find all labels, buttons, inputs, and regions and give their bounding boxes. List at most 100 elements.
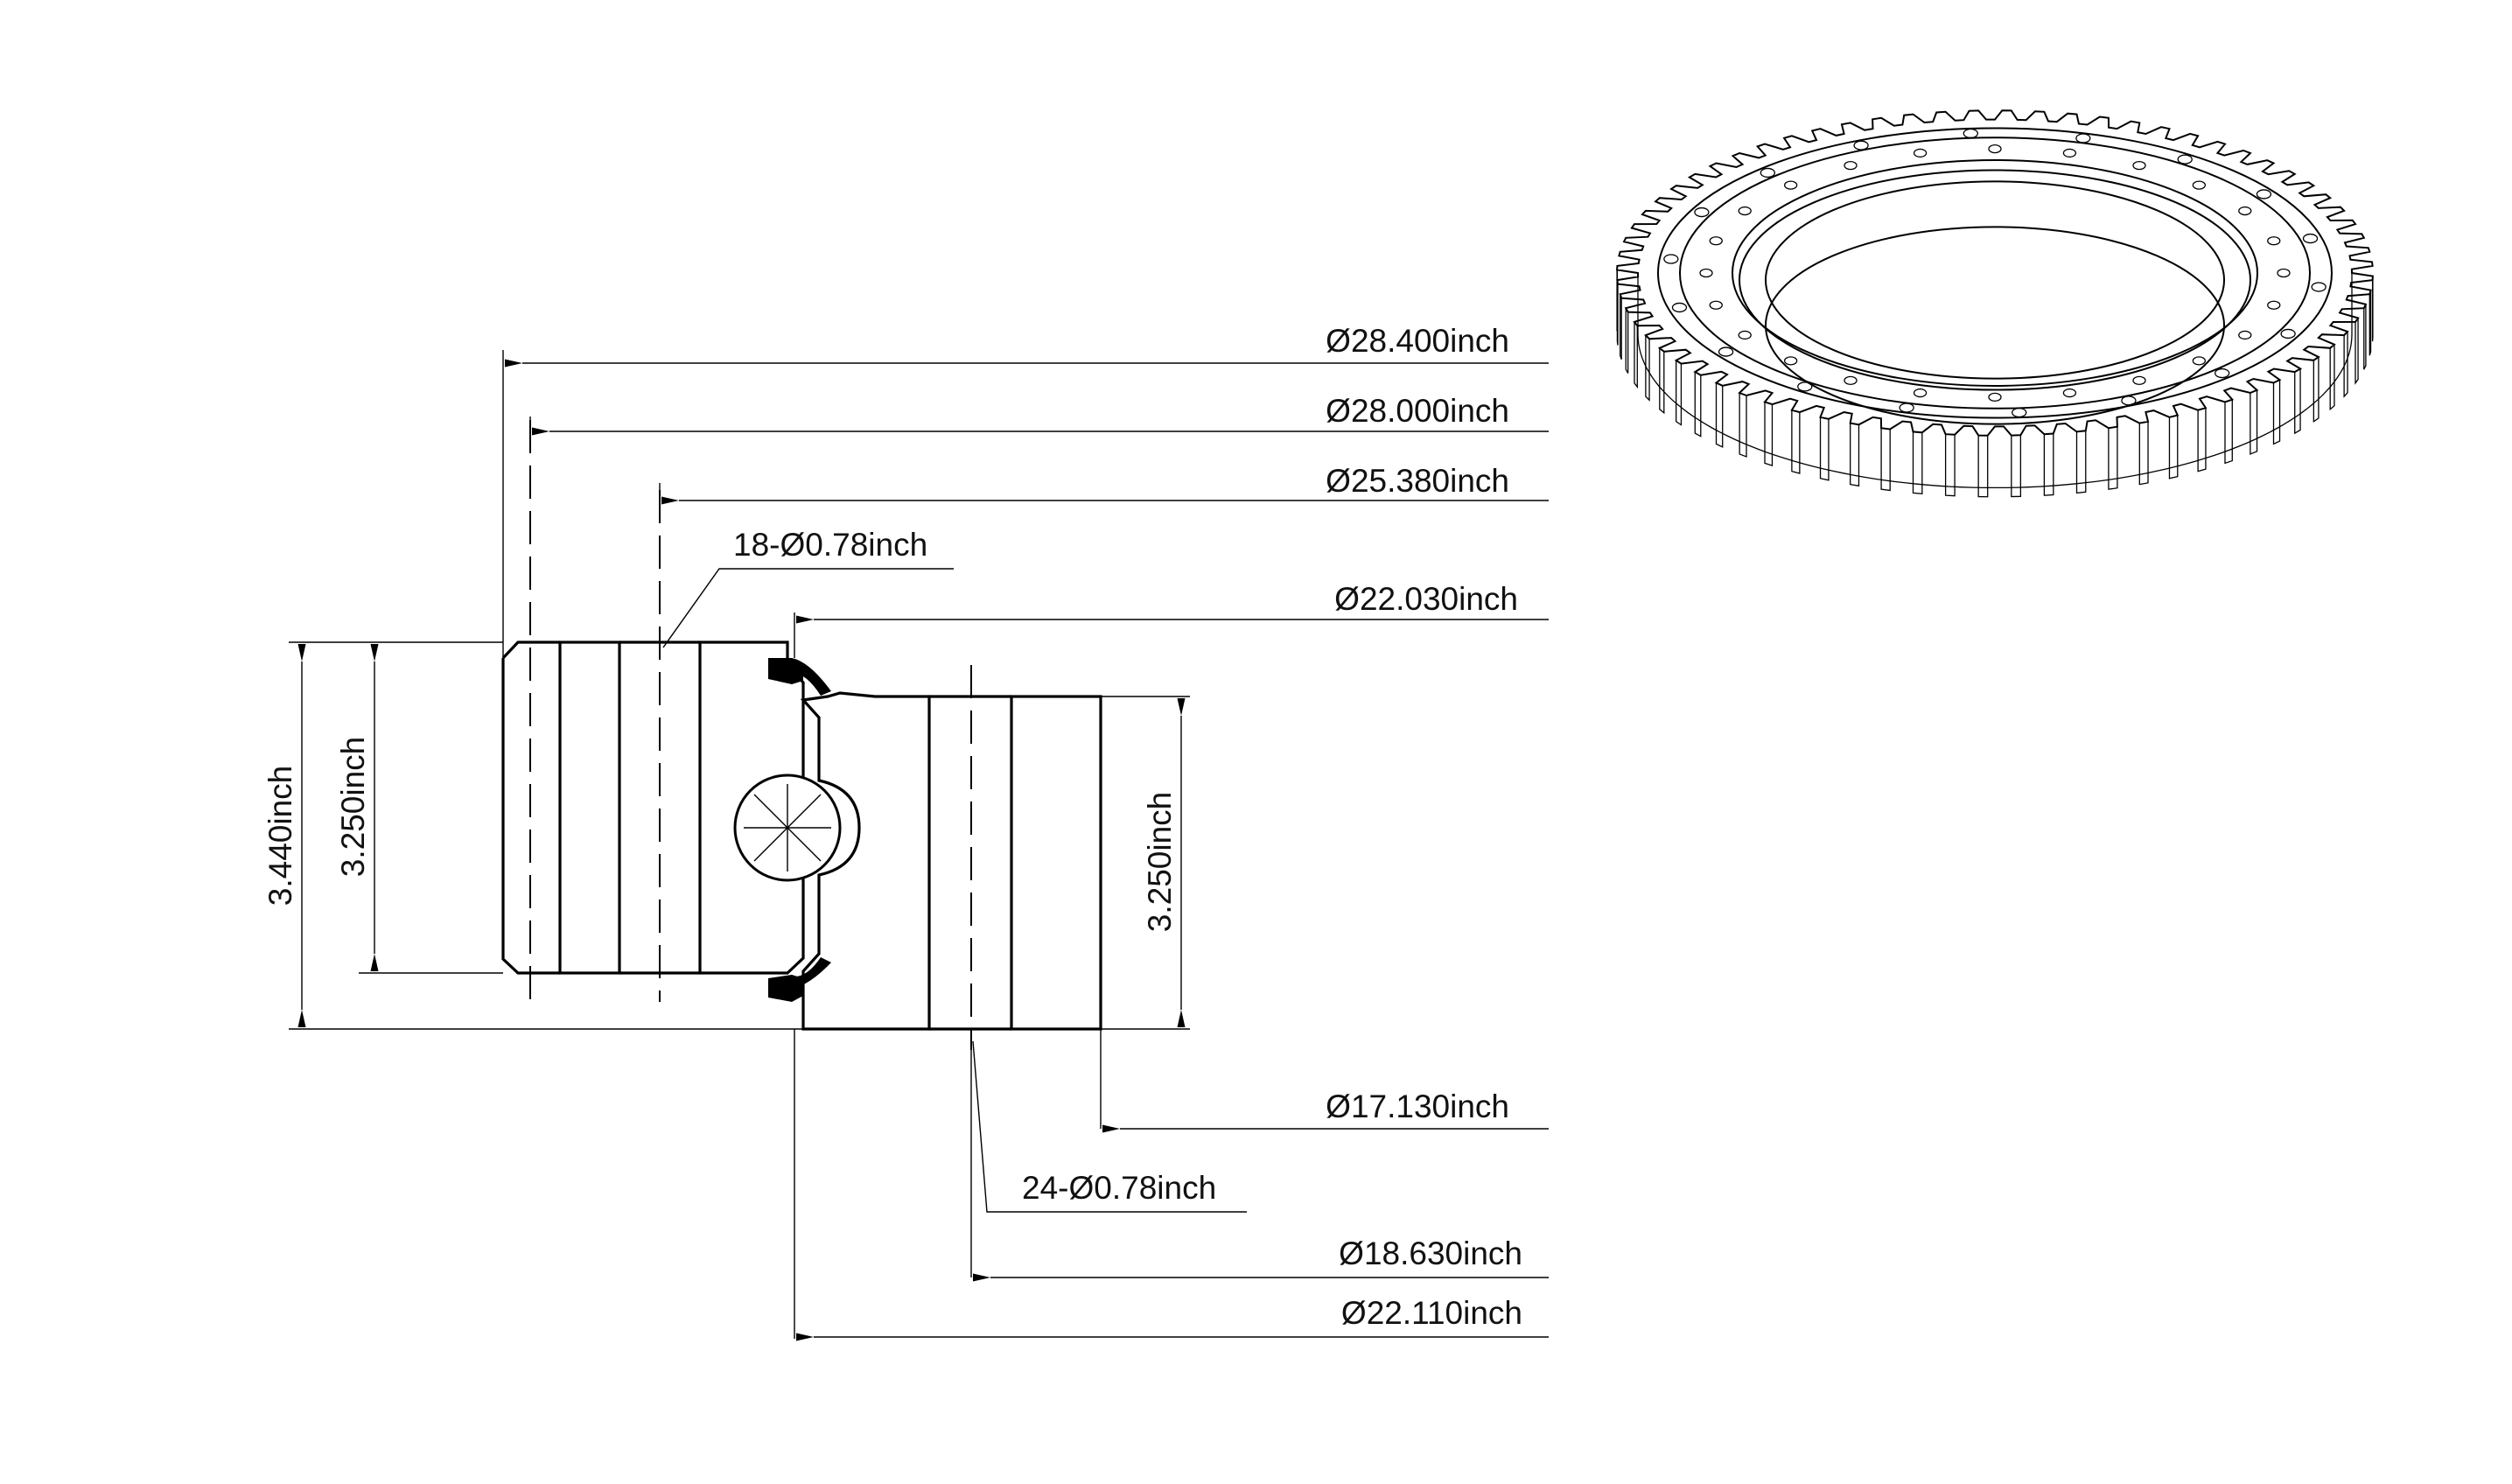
- inner-ring-bore-label: Ø17.130inch: [1326, 1088, 1509, 1124]
- gear-tooth: [2369, 290, 2372, 356]
- inner-bolt-hole: [2277, 268, 2291, 278]
- gear-tooth: [1944, 434, 1956, 497]
- inner-ring-hatch-left: [800, 691, 931, 1031]
- gear-tooth: [1819, 416, 1830, 481]
- gear-tooth: [1977, 435, 1989, 498]
- inner-bolt-hole: [2267, 300, 2281, 310]
- outer-holes-label: 18-Ø0.78inch: [733, 527, 927, 563]
- gear-tooth: [1620, 294, 1622, 360]
- outer-ring-bore-label: Ø22.030inch: [1334, 581, 1518, 617]
- gear-tooth: [1912, 431, 1923, 494]
- outer-ring-inner-edge: [1657, 127, 2333, 419]
- inner-bolt-hole: [1844, 160, 1858, 171]
- gear-tooth: [2355, 318, 2359, 385]
- outer-bolt-hole: [1963, 128, 1978, 139]
- inner-bolt-hole: [1913, 148, 1928, 158]
- inner-bolt-hole: [1988, 144, 2002, 154]
- seal-bottom: [768, 957, 831, 1002]
- inner-bolt-hole: [1844, 375, 1858, 386]
- outer-ring-hole-row-edge: [1679, 136, 2311, 410]
- gear-tooth: [2363, 304, 2367, 370]
- outer-bolt-hole: [2177, 154, 2193, 164]
- inner-ring-height-label: 3.250inch: [1142, 792, 1178, 932]
- outer-bolt-hole: [2215, 368, 2230, 379]
- gear-tooth: [1634, 321, 1638, 389]
- inner-ring-hatch-right: [1010, 695, 1102, 1031]
- gear-tooth: [1739, 392, 1747, 458]
- outer-bolt-hole: [2121, 396, 2137, 406]
- inner-bolt-hole: [2062, 148, 2077, 158]
- outer-bolt-hole: [2256, 189, 2272, 200]
- gear-tooth: [2075, 430, 2087, 494]
- inner-holes-label: 24-Ø0.78inch: [1022, 1170, 1216, 1206]
- gear-tooth: [1850, 423, 1860, 487]
- inner-bolt-hole: [2238, 330, 2252, 340]
- outer-bolt-hole: [2012, 407, 2027, 418]
- inner-bolt-hole: [1709, 300, 1723, 310]
- gear-tooth: [2138, 421, 2149, 486]
- gear-tooth: [2250, 389, 2258, 455]
- rolling-ball: [733, 774, 842, 882]
- extension-lines: [289, 350, 1190, 1339]
- inner-bolt-hole: [2267, 236, 2281, 246]
- inner-bolt-hole: [2192, 356, 2206, 366]
- inner-ring-section: [800, 665, 1102, 1050]
- gear-tooth: [2011, 435, 2022, 498]
- outer-ring-height-label: 3.250inch: [335, 737, 371, 877]
- outer-bolt-hole: [1797, 382, 1813, 392]
- inner-bolt-hole: [1913, 388, 1928, 398]
- inner-bolt-hole: [1709, 236, 1723, 246]
- gear-tooth: [2108, 426, 2118, 490]
- inner-ring-outer-label: Ø22.110inch: [1341, 1295, 1522, 1331]
- gear-root-bottom-edge: [1637, 333, 2353, 489]
- gear-pitch-diameter-label: Ø28.000inch: [1326, 393, 1509, 429]
- inner-bolt-hole: [1784, 180, 1798, 190]
- inner-ring-step: [1739, 169, 2251, 391]
- outer-bolt-hole: [2280, 328, 2296, 340]
- outer-ring-section: [501, 420, 805, 1002]
- gear-tooth: [1625, 308, 1629, 374]
- inner-ring-outer-edge: [1732, 159, 2258, 387]
- inner-bolt-hole: [2192, 180, 2206, 190]
- outer-bolt-hole: [1694, 206, 1710, 218]
- outer-bolt-hole: [2311, 282, 2327, 292]
- inner-ring-bore-top: [1765, 180, 2225, 380]
- outer-ring-hatch-left: [558, 640, 621, 975]
- gear-tooth: [1791, 410, 1801, 474]
- inner-bolt-hole: [1988, 392, 2002, 402]
- gear-tooth: [2224, 399, 2233, 465]
- outer-bolt-hole: [1663, 254, 1679, 264]
- diameter-leaders: [505, 359, 1549, 1341]
- outer-diameter-label: Ø28.400inch: [1326, 323, 1509, 359]
- gear-tooth: [1764, 402, 1774, 466]
- gear-tooth: [2168, 415, 2179, 480]
- inner-bolt-circle-label: Ø18.630inch: [1339, 1236, 1522, 1271]
- cross-section-view: Ø28.400inch Ø28.000inch Ø25.380inch 18-Ø…: [262, 323, 1549, 1341]
- outer-bolt-hole: [1899, 402, 1914, 413]
- inner-bolt-hole: [2062, 388, 2077, 398]
- gear-tooth: [1715, 382, 1724, 448]
- inner-bolt-hole: [1738, 206, 1752, 216]
- gear-tooth: [2294, 368, 2301, 435]
- gear-tooth: [2043, 433, 2054, 496]
- gear-tooth: [1676, 360, 1683, 426]
- total-height-label: 3.440inch: [262, 766, 298, 906]
- gear-tooth: [2272, 380, 2281, 445]
- height-dimensions: [297, 644, 1186, 1027]
- gear-tooth: [1694, 372, 1702, 438]
- outer-bolt-hole: [1671, 302, 1688, 313]
- gear-tooth: [1659, 347, 1665, 415]
- inner-bolt-hole: [1738, 330, 1752, 340]
- isometric-bearing-view: [1616, 109, 2374, 498]
- outer-bolt-hole: [1760, 167, 1775, 178]
- gear-tooth: [2197, 408, 2207, 472]
- gear-tooth: [2313, 356, 2320, 424]
- outer-bolt-hole: [2075, 133, 2091, 144]
- inner-bolt-hole: [2132, 375, 2146, 386]
- outer-bolt-hole: [2302, 233, 2319, 244]
- gear-tooth: [2329, 344, 2335, 411]
- outer-ring-tooth-profile: [501, 640, 560, 975]
- outer-ring-side-lines: [1637, 273, 2353, 334]
